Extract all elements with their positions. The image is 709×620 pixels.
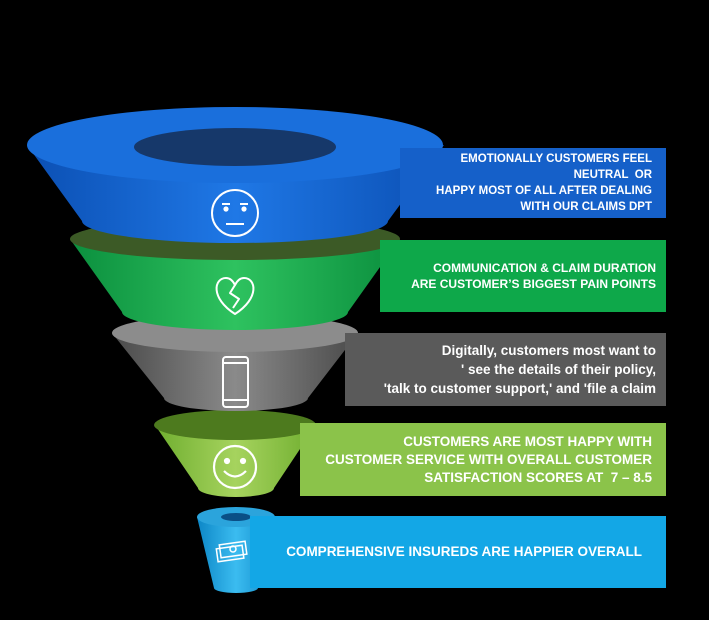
funnel-tier-4 xyxy=(154,410,316,497)
stage-1-line-4: WITH OUR CLAIMS DPT xyxy=(520,201,652,213)
stage-2-banner: COMMUNICATION & CLAIM DURATION ARE CUSTO… xyxy=(380,240,666,312)
stage-2-line-1: COMMUNICATION & CLAIM DURATION xyxy=(433,261,656,275)
stage-1-line-1: EMOTIONALLY CUSTOMERS FEEL xyxy=(460,153,652,165)
stage-1-banner: EMOTIONALLY CUSTOMERS FEEL NEUTRAL OR HA… xyxy=(400,148,666,218)
stage-3-line-1: Digitally, customers most want to xyxy=(441,343,656,358)
stage-1-line-2: NEUTRAL OR xyxy=(573,169,652,181)
stage-4-line-1: CUSTOMERS ARE MOST HAPPY WITH xyxy=(403,433,652,449)
smartphone-icon xyxy=(222,356,249,408)
stage-1-line-3: HAPPY MOST OF ALL AFTER DEALING xyxy=(436,185,652,197)
stage-5-line-1: COMPREHENSIVE INSUREDS ARE HAPPIER OVERA… xyxy=(286,544,642,559)
stage-4-banner: CUSTOMERS ARE MOST HAPPY WITH CUSTOMER S… xyxy=(300,423,666,496)
stage-4-line-3: SATISFACTION SCORES AT 7 – 8.5 xyxy=(424,469,652,485)
stage-2-line-2: ARE CUSTOMER’S BIGGEST PAIN POINTS xyxy=(411,277,656,291)
smiley-face-icon xyxy=(212,444,258,490)
funnel-tier-1 xyxy=(27,107,444,243)
stage-4-line-2: CUSTOMER SERVICE WITH OVERALL CUSTOMER xyxy=(325,451,652,467)
stage-3-banner: Digitally, customers most want to ' see … xyxy=(345,333,666,406)
stage-3-line-3: 'talk to customer support,' and 'file a … xyxy=(383,381,656,396)
neutral-face-icon xyxy=(211,189,259,237)
stage-3-line-2: ' see the details of their policy, xyxy=(460,362,656,377)
broken-heart-icon xyxy=(215,277,255,315)
stage-5-banner: COMPREHENSIVE INSUREDS ARE HAPPIER OVERA… xyxy=(250,516,666,588)
